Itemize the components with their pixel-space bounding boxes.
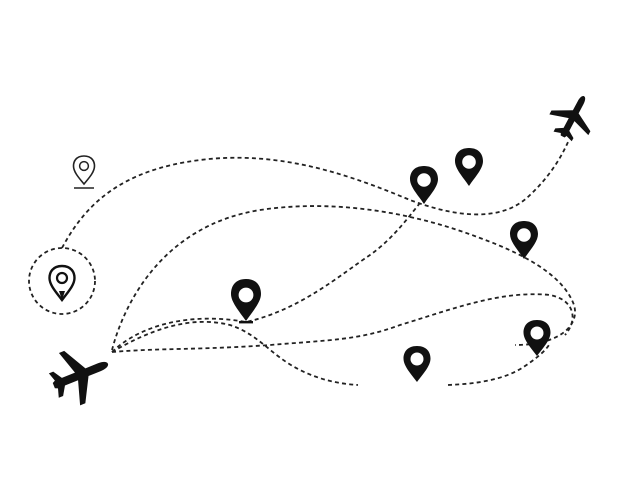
route-upper-arc xyxy=(61,141,569,249)
map-pin-icon xyxy=(523,320,551,356)
map-pin-outline-icon xyxy=(72,155,96,189)
route-center-to-top xyxy=(111,197,425,353)
map-pin-icon xyxy=(510,221,538,259)
route-bottom-right xyxy=(447,342,551,386)
route-lower-middle xyxy=(111,321,359,386)
airplane-icon xyxy=(543,85,604,147)
map-pin-outline-icon xyxy=(48,264,76,302)
map-pin-icon xyxy=(410,166,438,204)
route-middle-arc xyxy=(111,205,576,351)
route-lower-right xyxy=(111,293,574,353)
start-ring-route xyxy=(28,247,96,315)
route-lines xyxy=(28,141,576,386)
map-pin-icon xyxy=(403,346,431,382)
map-pin-icon xyxy=(455,148,483,186)
airplane-icon xyxy=(43,337,119,412)
map-pin-icon xyxy=(231,279,261,324)
